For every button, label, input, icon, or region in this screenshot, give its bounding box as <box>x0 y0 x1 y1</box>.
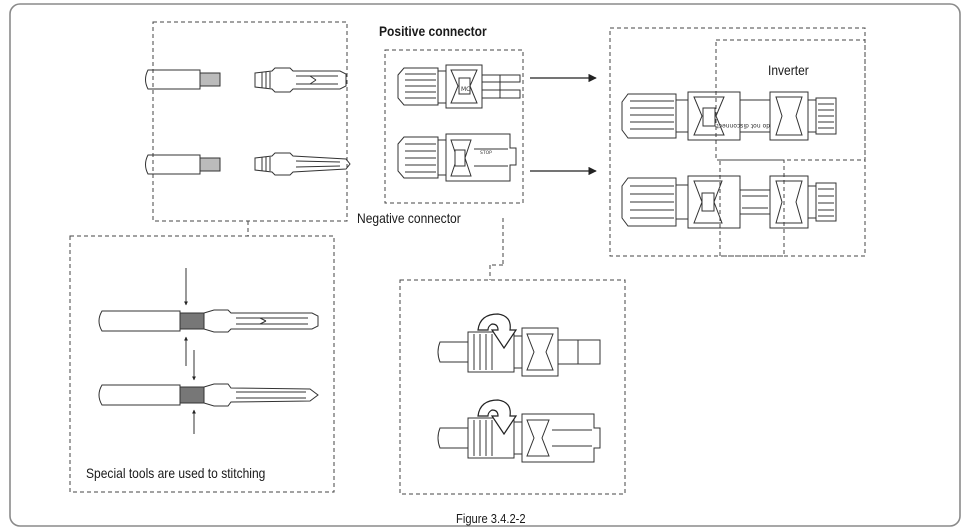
box-special-tools <box>69 235 335 493</box>
crimp-arrow-icon <box>184 268 196 434</box>
arrow-right-icon <box>530 73 597 176</box>
box-inverter-lower <box>719 159 785 257</box>
cable-end-icon <box>145 69 221 175</box>
inverter-label: Inverter <box>768 62 809 78</box>
box-mated <box>609 27 866 257</box>
special-tools-caption: Special tools are used to stitching <box>86 465 266 481</box>
crimp-contact-icon <box>254 67 351 176</box>
svg-text:MC: MC <box>461 86 470 93</box>
svg-text:do not disconnect: do not disconnect <box>716 122 770 129</box>
mc4-mated-icon: do not disconnect <box>621 91 837 229</box>
box-tighten <box>399 279 626 495</box>
outer-frame <box>9 3 961 527</box>
rotate-arrow-icon <box>477 313 518 436</box>
figure-caption: Figure 3.4.2-2 <box>456 511 526 526</box>
negative-connector-label: Negative connector <box>357 210 461 226</box>
box-crimp-parts <box>152 21 348 222</box>
box-connectors <box>384 49 524 204</box>
tighten-connector-icon <box>437 327 601 463</box>
box-inverter <box>715 39 866 161</box>
mc4-connector-icon: MC STOP <box>397 64 521 182</box>
crimped-contact-icon <box>98 309 319 407</box>
svg-text:STOP: STOP <box>480 150 492 156</box>
positive-connector-label: Positive connector <box>379 23 487 39</box>
